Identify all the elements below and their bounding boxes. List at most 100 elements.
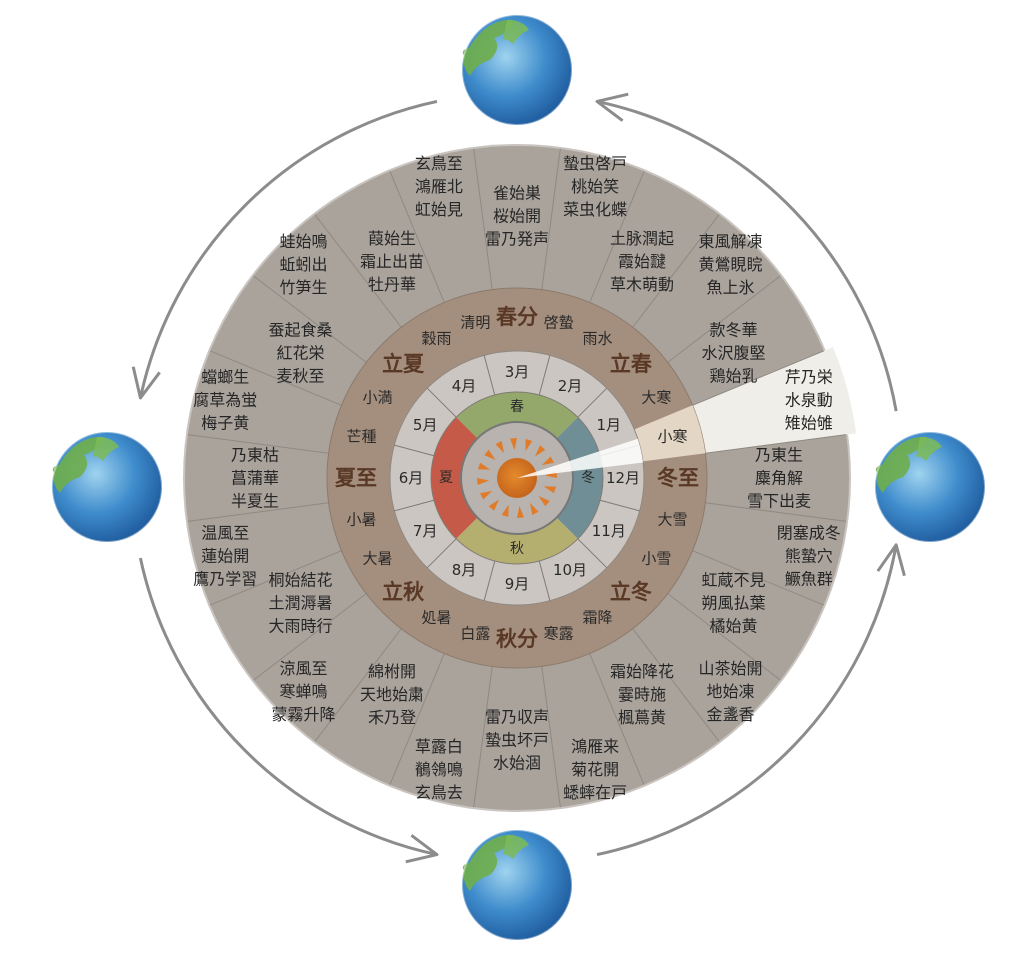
sun-ray-icon <box>484 449 496 461</box>
ko-label: 金盞香 <box>707 705 755 724</box>
sun-ray-icon <box>529 502 539 515</box>
month-divider <box>426 538 457 569</box>
ko-sector-divider <box>705 502 847 522</box>
season-sector-2 <box>431 417 478 539</box>
month-divider <box>394 499 435 512</box>
ko-label: 土潤溽暑 <box>268 594 332 613</box>
month-divider <box>426 387 457 418</box>
ko-label: 蒙霧升降 <box>271 705 335 724</box>
solar-term-label: 立秋 <box>382 580 425 604</box>
season-ring <box>430 391 604 565</box>
ko-label: 土脉潤起 <box>610 229 674 248</box>
ko-label: 山茶始開 <box>699 659 763 678</box>
ko-label: 水沢腹堅 <box>701 344 765 363</box>
ko-label: 葭始生 <box>368 229 416 248</box>
month-label: 9月 <box>505 575 530 593</box>
ko-sector-divider <box>473 666 493 808</box>
landmass <box>503 20 529 44</box>
season-label: 冬 <box>581 470 595 486</box>
pointer-beam <box>517 438 644 478</box>
ko-label: 款冬華 <box>709 321 757 340</box>
month-label: 12月 <box>606 469 640 487</box>
current-position-pointer <box>517 438 644 478</box>
month-divider <box>599 499 640 512</box>
ko-label: 菖蒲華 <box>231 469 279 488</box>
landmass <box>52 436 104 493</box>
solar-term-label: 雨水 <box>582 330 612 348</box>
ko-sector-divider <box>589 171 645 303</box>
ko-sector-divider <box>541 666 561 808</box>
solar-term-label: 啓蟄 <box>544 313 574 331</box>
landmass <box>462 19 514 76</box>
ko-label: 蓮始開 <box>201 547 249 566</box>
ko-label: 熊蟄穴 <box>785 547 833 566</box>
ko-label: 桐始結花 <box>268 571 332 590</box>
ko-label: 虹蔵不見 <box>701 571 765 590</box>
month-divider <box>394 444 435 457</box>
season-sector-3 <box>456 517 578 564</box>
month-label: 4月 <box>452 377 477 395</box>
arrow-head-icon <box>131 366 161 400</box>
ko-label: 雪下出麦 <box>747 492 811 511</box>
ko-label: 紅花栄 <box>276 344 324 363</box>
sun-ray-icon <box>495 441 505 454</box>
season-label: 夏 <box>439 470 453 486</box>
ko-label: 天地始粛 <box>360 685 424 704</box>
solar-term-label: 小満 <box>363 389 393 407</box>
ko-label: 霞始靆 <box>618 252 666 271</box>
solar-term-label: 小雪 <box>641 550 671 568</box>
solar-term-label: 大寒 <box>641 389 671 407</box>
ko-label: 梅子黄 <box>201 413 249 432</box>
sun-ray-icon <box>501 504 509 518</box>
ko-label: 半夏生 <box>231 492 279 511</box>
season-ring-border <box>430 391 604 565</box>
landmass <box>916 437 942 461</box>
ko-label: 玄鳥至 <box>415 154 463 173</box>
ko-label: 水始涸 <box>493 754 541 773</box>
season-label: 春 <box>510 399 524 415</box>
season-label: 秋 <box>510 541 524 557</box>
ko-label: 麦秋至 <box>276 367 324 386</box>
ko-label: 雷乃発声 <box>485 230 549 249</box>
ko-sector-divider <box>667 275 781 363</box>
solar-term-label: 清明 <box>460 313 490 331</box>
orbit-arc <box>138 557 438 857</box>
solar-term-label: 立夏 <box>382 352 425 376</box>
solar-term-label: 穀雨 <box>421 330 451 348</box>
ko-sector-divider <box>589 653 645 785</box>
ko-label: 蚯蚓出 <box>279 255 327 274</box>
ko-label: 朔風払葉 <box>701 594 765 613</box>
earth-right-globe-icon <box>874 431 986 543</box>
sun-ray-icon <box>541 456 554 466</box>
ko-label: 桜始開 <box>493 207 541 226</box>
sun-ray-icon <box>477 462 491 470</box>
earth-top-globe-icon <box>461 14 573 126</box>
ko-label: 蛙始鳴 <box>279 232 327 251</box>
ko-label: 菜虫化蝶 <box>563 200 627 219</box>
ko-label: 雀始巣 <box>493 184 541 203</box>
ko-label: 乃東生 <box>755 446 803 465</box>
landmass <box>503 835 529 859</box>
ko-sector-divider <box>187 502 329 522</box>
ko-label: 黄鶯睍睆 <box>699 255 763 274</box>
ko-label: 麋角解 <box>755 469 803 488</box>
month-divider <box>577 538 608 569</box>
earth-left-globe-icon <box>51 431 163 543</box>
ko-label: 玄鳥去 <box>415 783 463 802</box>
ko-label: 菊花開 <box>571 760 619 779</box>
ko-label: 楓蔦黄 <box>618 708 666 727</box>
ko-sector-divider <box>253 593 367 681</box>
